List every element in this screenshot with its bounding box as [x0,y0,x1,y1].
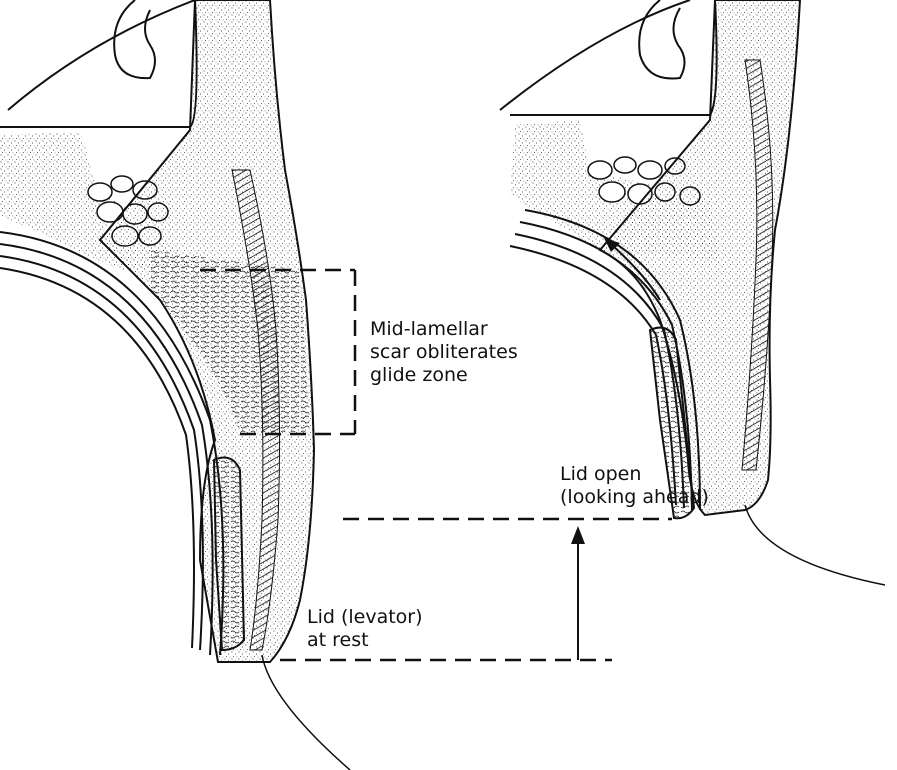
lid-open-label: Lid open (looking ahead) [560,463,709,509]
left-bone-notch [114,0,155,78]
scar-label-line-3: glide zone [370,364,518,387]
scar-label-line-2: scar obliterates [370,341,518,364]
right-septum [510,0,717,115]
left-eyelash [262,655,350,770]
left-septum [0,0,197,127]
lid-rest-label-line-1: Lid (levator) [307,606,423,629]
elevation-arrow [571,526,585,660]
scar-label: Mid-lamellar scar obliterates glide zone [370,318,518,387]
left-orbital-rim [8,0,195,110]
right-orbital-rim [500,0,690,110]
right-eyelash [745,505,885,585]
scar-label-line-1: Mid-lamellar [370,318,518,341]
lid-open-label-line-2: (looking ahead) [560,486,709,509]
right-bone-notch [639,0,684,79]
lid-rest-label: Lid (levator) at rest [307,606,423,652]
lid-rest-label-line-2: at rest [307,629,423,652]
lid-open-label-line-1: Lid open [560,463,709,486]
left-eyelid-diagram [0,0,350,770]
